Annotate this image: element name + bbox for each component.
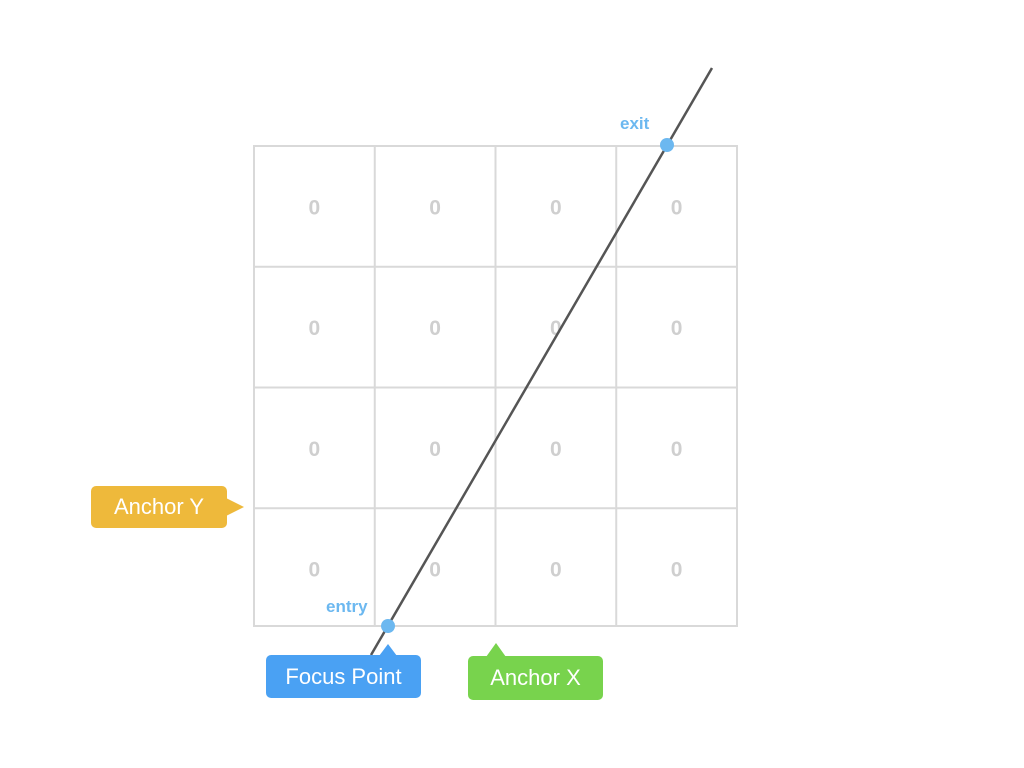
- grid-cell-value: 0: [671, 438, 683, 461]
- focus-point-callout: Focus Point: [266, 655, 421, 698]
- focus-point-pointer: [379, 644, 397, 656]
- ray-line: [369, 67, 714, 656]
- anchor-x-pointer: [486, 643, 506, 657]
- anchor-y-pointer: [226, 498, 244, 516]
- anchor-y-callout: Anchor Y: [91, 486, 227, 528]
- grid-cell-value: 0: [309, 438, 321, 461]
- grid-cell-value: 0: [550, 559, 562, 582]
- entry-point: [381, 619, 395, 633]
- grid-cell-value: 0: [550, 438, 562, 461]
- grid-cell-value: 0: [671, 196, 683, 219]
- focus-point-label: Focus Point: [285, 663, 402, 689]
- grid-cell-value: 0: [671, 317, 683, 340]
- exit-point: [660, 138, 674, 152]
- exit-label: exit: [620, 114, 650, 133]
- grid-cell-value: 0: [550, 317, 562, 340]
- grid-cell-value: 0: [429, 438, 441, 461]
- grid-cell-value: 0: [429, 559, 441, 582]
- grid-cell-value: 0: [671, 559, 683, 582]
- anchor-y-label: Anchor Y: [113, 494, 205, 519]
- anchor-x-label: Anchor X: [490, 665, 581, 690]
- grid-cell-value: 0: [309, 317, 321, 340]
- grid-cell-value: 0: [309, 559, 321, 582]
- anchor-x-callout: Anchor X: [468, 656, 603, 700]
- grid-cell-value: 0: [429, 196, 441, 219]
- entry-label: entry: [326, 597, 368, 616]
- grid-lines: [253, 145, 738, 627]
- grid-cell-value: 0: [429, 317, 441, 340]
- grid-cell-value: 0: [309, 196, 321, 219]
- grid-values: 0 0 0 0 0 0 0 0 0 0 0 0 0 0 0 0: [309, 196, 683, 581]
- grid-cell-value: 0: [550, 196, 562, 219]
